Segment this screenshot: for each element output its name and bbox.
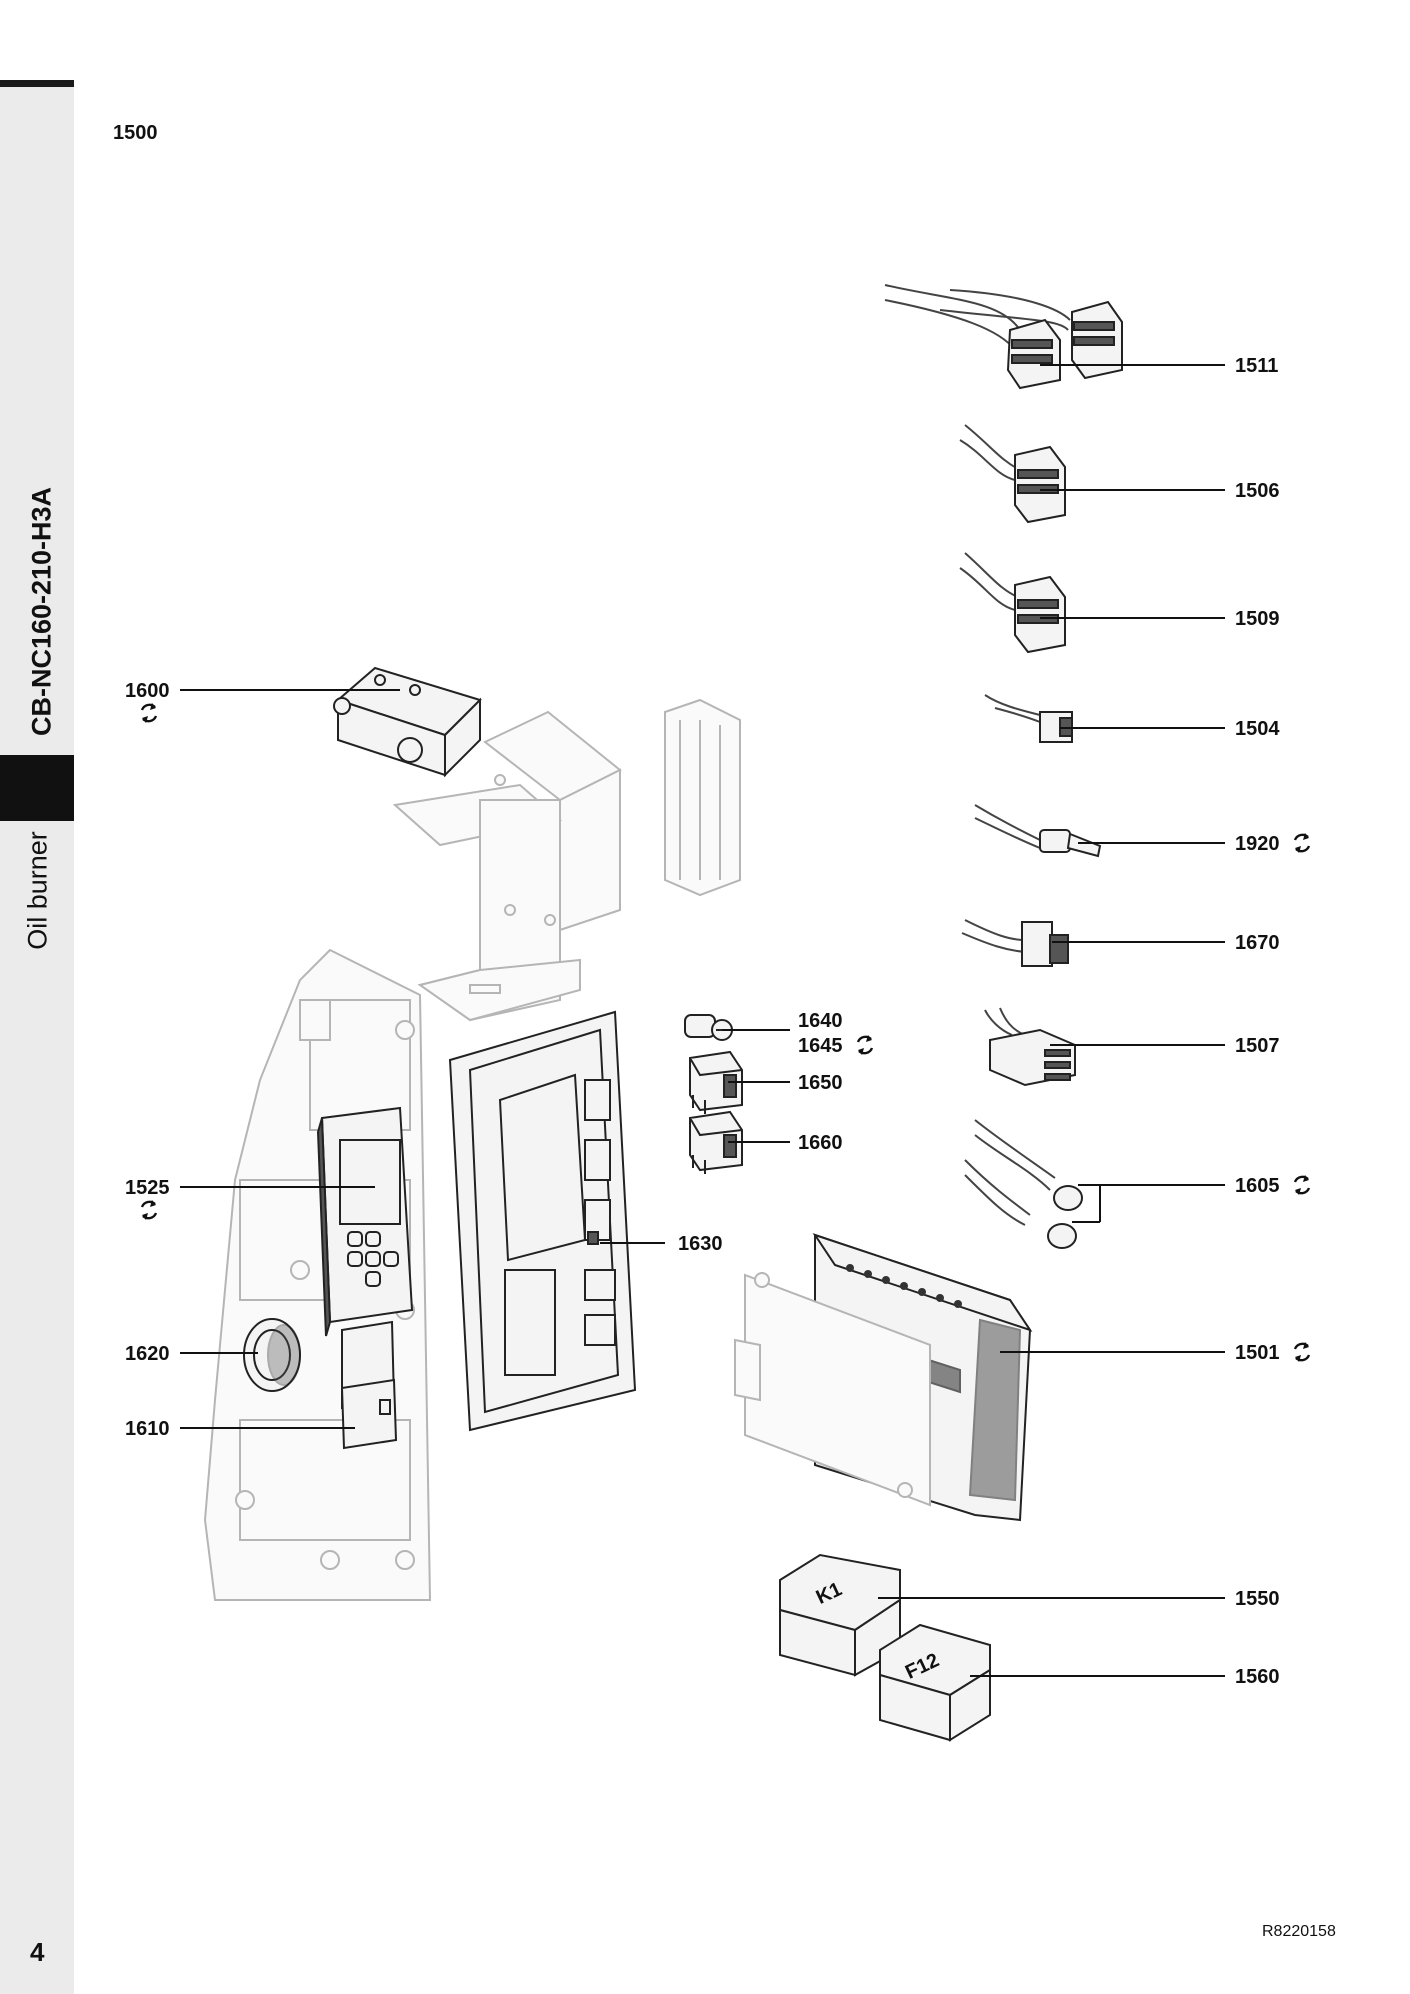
cycle-arrows-icon (1293, 1173, 1311, 1197)
cycle-arrows-icon (1293, 831, 1311, 855)
front-frame (448, 1010, 637, 1432)
control-display-panel (316, 1106, 414, 1337)
plug-connector-1509 (959, 552, 1066, 654)
sidebar-panel (0, 80, 74, 1994)
base-plate (734, 1272, 931, 1507)
callout-1645: 1645 (798, 1035, 843, 1057)
small-plug-1504 (984, 694, 1073, 743)
cycle-arrows-icon (140, 1198, 158, 1222)
fuse-f12: F12 (879, 1623, 991, 1742)
callout-1509: 1509 (1235, 608, 1280, 630)
group-label: 1500 (113, 122, 158, 144)
callout-1920: 1920 (1235, 833, 1280, 855)
ignition-transformer (333, 666, 482, 778)
callout-1610: 1610 (125, 1418, 170, 1440)
callout-1504: 1504 (1235, 718, 1280, 740)
callout-1670: 1670 (1235, 932, 1280, 954)
page-number: 4 (30, 1937, 45, 1967)
callout-1507: 1507 (1235, 1035, 1280, 1057)
drawing-reference: R8220158 (1262, 1923, 1336, 1940)
leader-lines (180, 364, 1225, 1677)
relay-k1: K1 (779, 1553, 901, 1677)
mounting-bracket (392, 710, 622, 1022)
callout-1620: 1620 (125, 1343, 170, 1365)
cycle-arrows-icon (856, 1033, 874, 1057)
callout-labels: 1511 1506 1509 1504 1920 1670 1507 1605 … (125, 355, 1280, 1688)
sidebar-black-block (0, 755, 74, 821)
callout-1560: 1560 (1235, 1666, 1280, 1688)
callout-1600: 1600 (125, 680, 170, 702)
terminal-strip (664, 698, 741, 897)
callout-1501: 1501 (1235, 1342, 1280, 1364)
switch-1660 (689, 1110, 743, 1174)
plug-connector-1506 (959, 424, 1066, 524)
sensor-1920 (974, 804, 1102, 858)
callout-1660: 1660 (798, 1132, 843, 1154)
plug-1507 (984, 1007, 1076, 1087)
ignition-cables (964, 1119, 1083, 1249)
callout-1506: 1506 (1235, 480, 1280, 502)
callout-1525: 1525 (125, 1177, 170, 1199)
grommet (243, 1318, 301, 1392)
callout-1650: 1650 (798, 1072, 843, 1094)
callout-1550: 1550 (1235, 1588, 1280, 1610)
cycle-arrows-icon (140, 701, 158, 725)
sidebar-top-bar (0, 80, 74, 87)
switch-1650 (689, 1050, 743, 1114)
callout-1630: 1630 (678, 1233, 723, 1255)
cycle-arrows-icon (1293, 1340, 1311, 1364)
callout-1605: 1605 (1235, 1175, 1280, 1197)
small-cover (340, 1320, 398, 1450)
double-plug-connector (884, 284, 1123, 390)
callout-1511: 1511 (1235, 355, 1278, 377)
fuse-holder (684, 1014, 733, 1041)
callout-1640: 1640 (798, 1010, 843, 1032)
